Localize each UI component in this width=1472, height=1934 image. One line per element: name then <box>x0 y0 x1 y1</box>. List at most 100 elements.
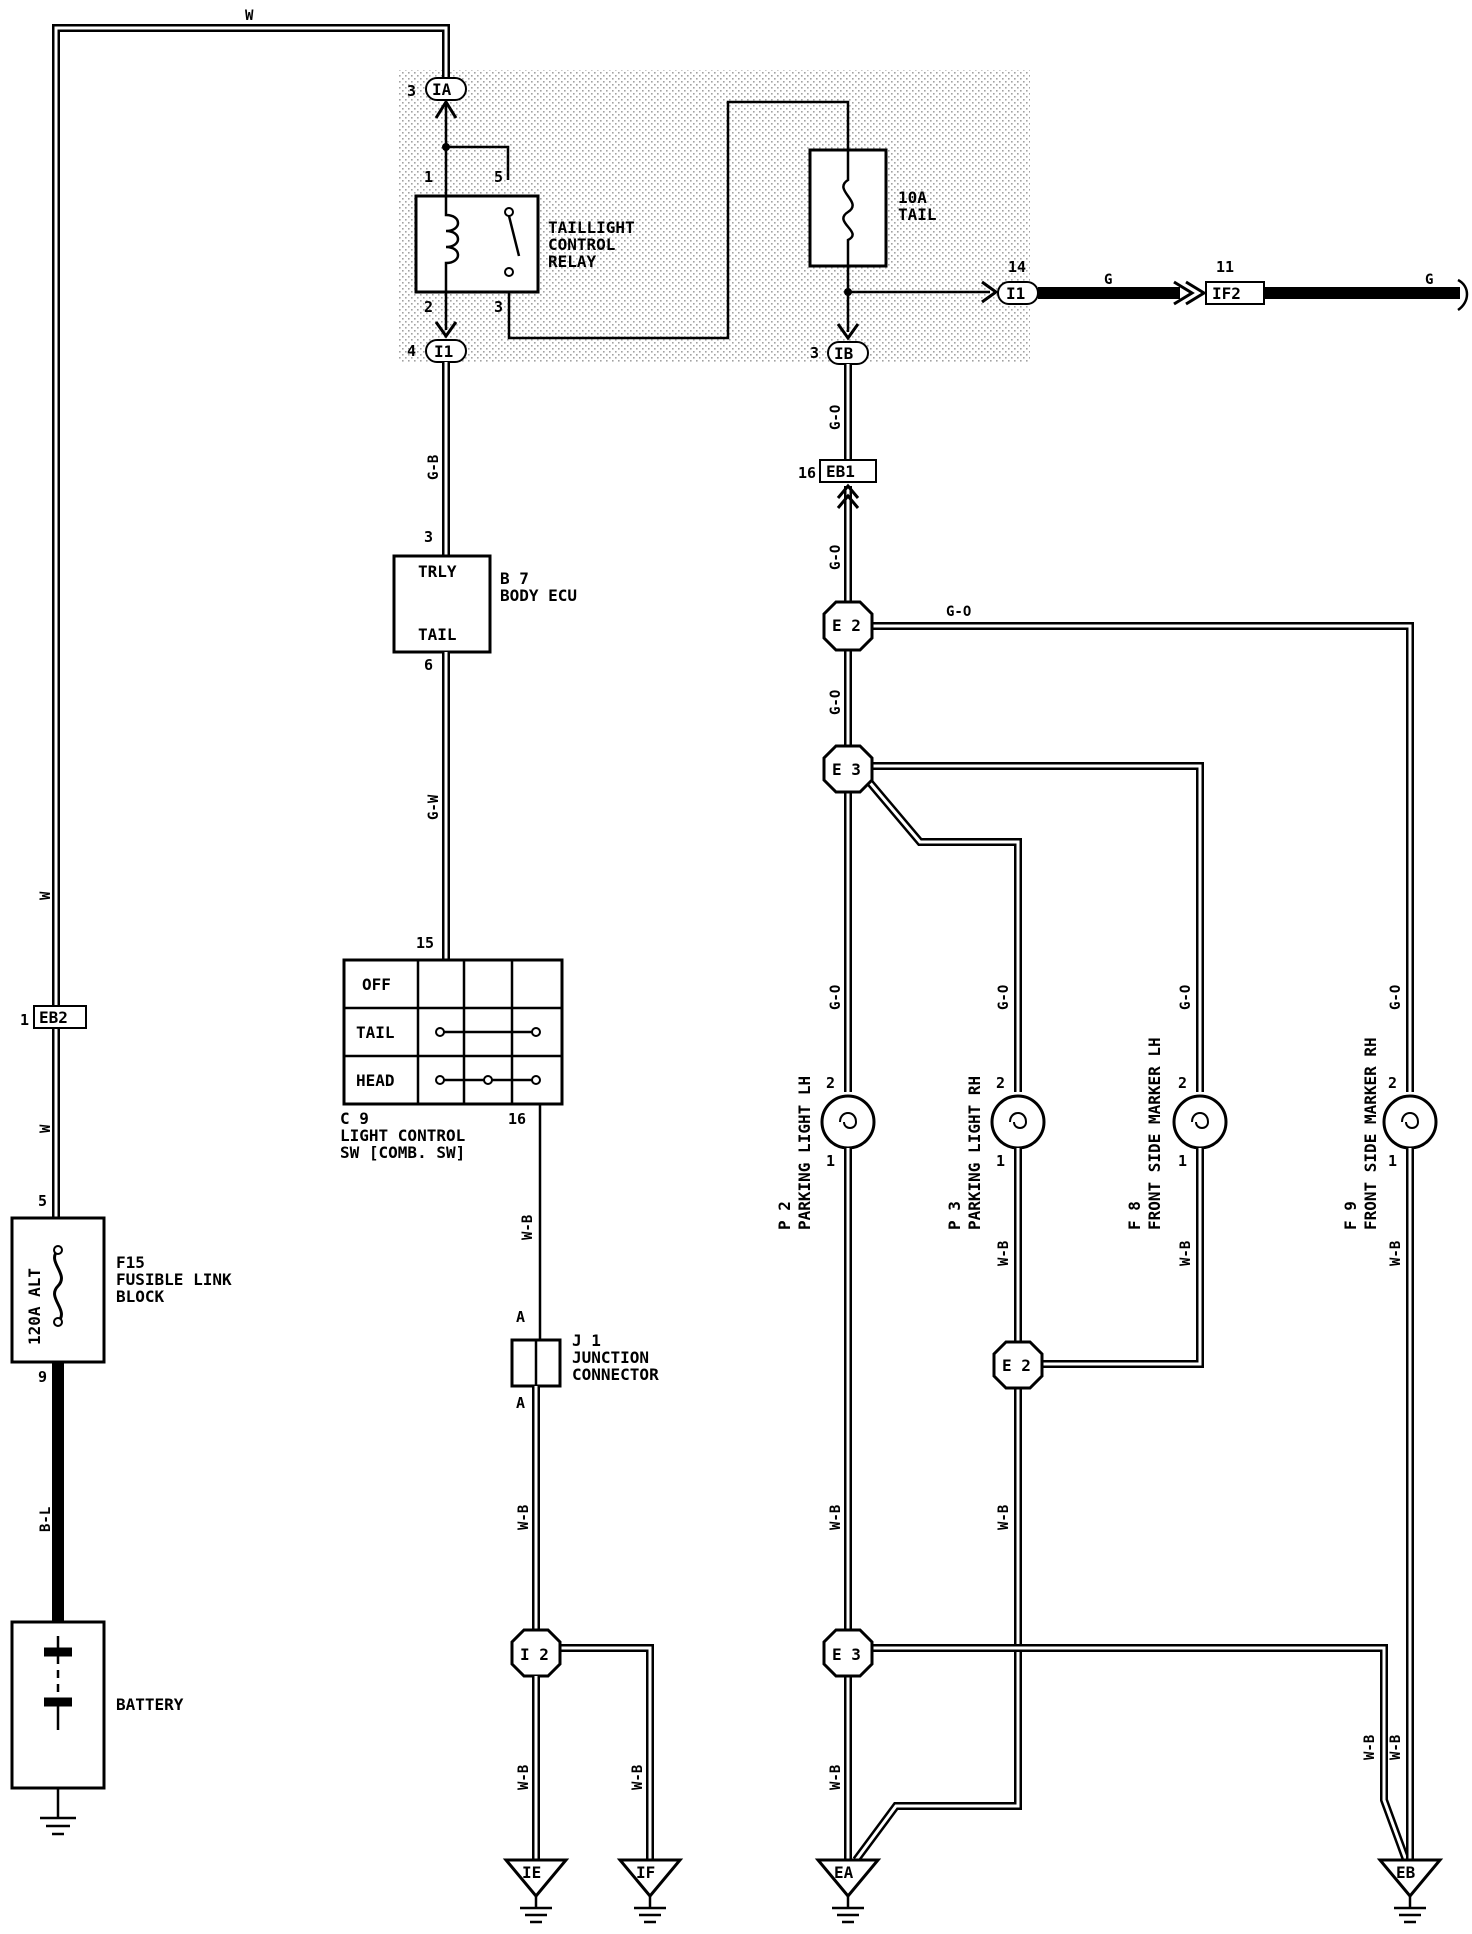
arrow-i1 <box>434 321 458 339</box>
pin-relay-5: 5 <box>494 168 503 186</box>
wire-color-wb-p2: W-B <box>828 1505 844 1530</box>
fusible-link-block <box>10 1216 106 1364</box>
fusible-link-name-1: FUSIBLE LINK <box>116 1270 232 1289</box>
lamp-f8-name: FRONT SIDE MARKER LH <box>1145 1037 1164 1230</box>
pin-eb2-1: 1 <box>20 1011 29 1029</box>
wire-color-g-2: G <box>1425 272 1433 288</box>
arrow-ib <box>836 323 860 341</box>
switch-position-tail: TAIL <box>356 1023 395 1042</box>
connector-i2-label: I 2 <box>520 1645 549 1664</box>
pin-j1-a-bottom: A <box>516 1394 525 1412</box>
ground-icon-ie <box>520 1896 552 1924</box>
body-ecu-terminal-trly: TRLY <box>418 562 457 581</box>
pin-relay-3: 3 <box>494 298 503 316</box>
pin-i1-14: 14 <box>1008 258 1026 276</box>
wire-color-wb-f8: W-B <box>1178 1241 1194 1266</box>
lamp-f8-code: F 8 <box>1125 1201 1144 1230</box>
svg-text:2: 2 <box>1388 1074 1397 1092</box>
wire-color-w-lower: W <box>38 1124 54 1133</box>
svg-text:1: 1 <box>1178 1152 1187 1170</box>
relay-coil <box>444 196 460 292</box>
pin-if2-11: 11 <box>1216 258 1234 276</box>
lamp-p2-name: PARKING LIGHT LH <box>795 1076 814 1230</box>
relay-name-3: RELAY <box>548 252 597 271</box>
relay-to-fuse-wire <box>507 100 850 340</box>
wire-color-w-left: W <box>38 891 54 900</box>
connector-eb2 <box>33 1005 87 1029</box>
connector-e2-lower-label: E 2 <box>1002 1356 1031 1375</box>
pin-eb1-16: 16 <box>798 464 816 482</box>
switch-name-2: SW [COMB. SW] <box>340 1143 465 1162</box>
pin-f15-9: 9 <box>38 1368 47 1386</box>
connector-e3-lower-label: E 3 <box>832 1645 861 1664</box>
wire-color-go-1: G-O <box>828 405 844 430</box>
body-ecu <box>392 554 492 654</box>
ground-icon-battery <box>40 1816 76 1836</box>
wire-color-go-f8: G-O <box>1178 985 1194 1010</box>
wire-color-wb-p3: W-B <box>996 1241 1012 1266</box>
svg-text:2: 2 <box>996 1074 1005 1092</box>
pin-relay-1: 1 <box>424 168 433 186</box>
fusible-link-rating: 120A ALT <box>25 1268 44 1345</box>
junction-name-2: CONNECTOR <box>572 1365 659 1384</box>
arrow-if2 <box>1173 280 1207 306</box>
wire-color-wb-f9: W-B <box>1388 1241 1404 1266</box>
junction-name-1: JUNCTION <box>572 1348 649 1367</box>
switch-code: C 9 <box>340 1109 369 1128</box>
arrow-ia <box>434 99 458 119</box>
wire-color-wb-e2: W-B <box>996 1505 1012 1530</box>
pin-i1-4: 4 <box>407 342 416 360</box>
lamp-p2-code: P 2 <box>775 1201 794 1230</box>
connector-e3-lower <box>822 1628 874 1678</box>
pin-ia-3: 3 <box>407 82 416 100</box>
arrow-i1-right <box>981 280 999 304</box>
body-ecu-name: BODY ECU <box>500 586 577 605</box>
ground-if <box>616 1858 684 1899</box>
pin-sw-16: 16 <box>508 1110 526 1128</box>
wire-color-go-p2: G-O <box>828 985 844 1010</box>
pin-sw-15: 15 <box>416 934 434 952</box>
connector-e2-upper <box>822 600 874 652</box>
pin-ecu-6: 6 <box>424 656 433 674</box>
connector-if2-label: IF2 <box>1212 284 1241 303</box>
ground-icon-ea <box>832 1896 864 1924</box>
pin-ib-3: 3 <box>810 344 819 362</box>
connector-eb1 <box>819 459 877 483</box>
relay-name-2: CONTROL <box>548 235 615 254</box>
fuse-rating: 10A <box>898 188 927 207</box>
fuse-name: TAIL <box>898 205 937 224</box>
fusible-link-name-2: BLOCK <box>116 1287 165 1306</box>
wire-color-wb-ie: W-B <box>516 1765 532 1790</box>
fusible-link-element <box>53 1248 63 1324</box>
connector-e2-lower <box>992 1340 1044 1390</box>
ground-icon-if <box>634 1896 666 1924</box>
wire-color-w-top: W <box>245 8 254 24</box>
lamp-p3-name: PARKING LIGHT RH <box>965 1076 984 1230</box>
ground-icon-eb <box>1394 1896 1426 1924</box>
ground-ie <box>502 1858 570 1899</box>
connector-e3-upper <box>822 744 874 794</box>
wire-color-go-p3: G-O <box>996 985 1012 1010</box>
connector-ib-label: IB <box>834 344 854 363</box>
wire-color-go-3: G-O <box>828 690 844 715</box>
battery-label: BATTERY <box>116 1695 184 1714</box>
connector-i1-right-label: I1 <box>1006 284 1025 303</box>
relay-contact <box>507 215 521 257</box>
switch-position-head: HEAD <box>356 1071 395 1090</box>
switch-position-off: OFF <box>362 975 391 994</box>
svg-text:2: 2 <box>1178 1074 1187 1092</box>
wire-color-go-f9: G-O <box>1388 985 1404 1010</box>
ground-eb <box>1376 1858 1444 1899</box>
junction-code: J 1 <box>572 1331 601 1350</box>
body-ecu-code: B 7 <box>500 569 529 588</box>
wire-color-go-e2: G-O <box>946 604 971 620</box>
svg-text:1: 1 <box>826 1152 835 1170</box>
relay-name-1: TAILLIGHT <box>548 218 635 237</box>
wire-color-wb-ea: W-B <box>828 1765 844 1790</box>
wire-color-wb-if: W-B <box>630 1765 646 1790</box>
ground-eb-label: EB <box>1396 1863 1416 1882</box>
tail-fuse-element <box>842 150 854 266</box>
lamp-f9-name: FRONT SIDE MARKER RH <box>1361 1037 1380 1230</box>
pin-relay-2: 2 <box>424 298 433 316</box>
i2-to-if-wire <box>560 1644 654 1860</box>
